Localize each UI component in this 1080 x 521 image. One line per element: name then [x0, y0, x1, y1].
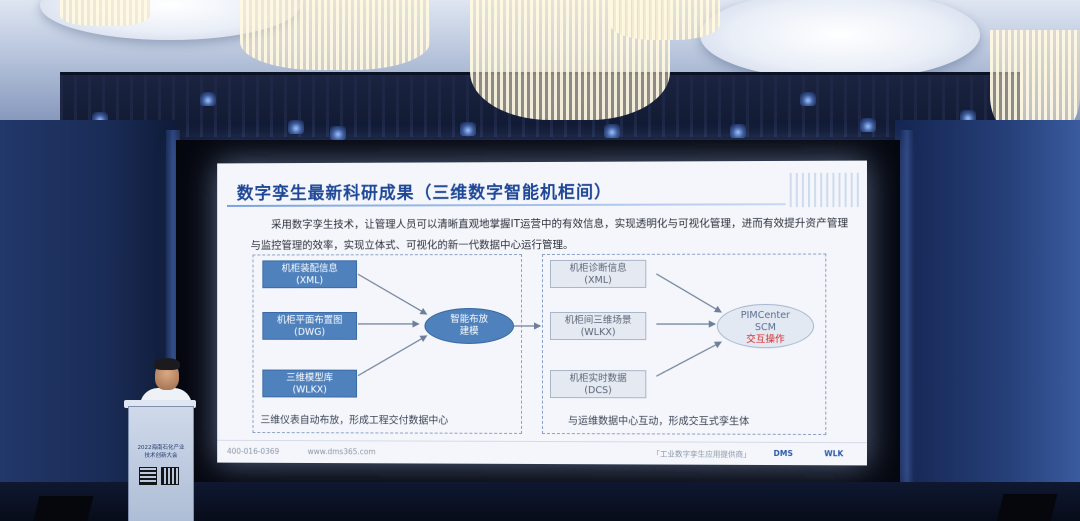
oval-label: PIMCenter — [740, 309, 791, 322]
stage-light — [860, 118, 876, 132]
footer-slogan: 「工业数字孪生应用提供商」 — [652, 449, 751, 459]
node-format: (WLKX) — [580, 327, 616, 339]
source-node-realtime-data: 机柜实时数据 (DCS) — [549, 370, 647, 399]
stage-light — [200, 92, 216, 106]
left-panel-caption: 三维仪表自动布放，形成工程交付数据中心 — [260, 415, 449, 427]
node-format: (DWG) — [294, 326, 326, 338]
footer-brand-logo: DMS — [773, 448, 793, 459]
stage-light — [460, 122, 476, 136]
footer-phone: 400-016-0369 — [226, 446, 280, 456]
node-label: 机柜诊断信息 — [569, 262, 627, 274]
node-label: 机柜间三维场景 — [564, 315, 632, 327]
footer-partner-logo: WLK — [824, 449, 844, 459]
source-node-model-library: 三维模型库 (WLKX) — [262, 369, 358, 398]
oval-label: 建模 — [459, 325, 479, 337]
node-format: (XML) — [296, 275, 324, 287]
projection-screen: 数字孪生最新科研成果（三维数字智能机柜间） 采用数字孪生技术，让管理人员可以清晰… — [217, 161, 867, 466]
stage-light — [604, 124, 620, 138]
right-wall — [895, 120, 1080, 521]
pimcenter-scm-node: PIMCenter SCM 交互操作 — [716, 303, 815, 349]
speaker-hair — [154, 358, 180, 370]
node-format: (XML) — [584, 274, 612, 286]
right-panel-caption: 与运维数据中心互动，形成交互式孪生体 — [568, 416, 750, 428]
source-node-diagnosis-info: 机柜诊断信息 (XML) — [549, 259, 647, 288]
podium-line-1: 2022海南石化产业 — [137, 445, 185, 451]
smart-layout-modeling-node: 智能布放 建模 — [424, 308, 515, 344]
node-format: (WLKX) — [292, 384, 327, 396]
oval-label: SCM — [754, 322, 776, 334]
source-node-assembly-info: 机柜装配信息 (XML) — [262, 260, 358, 289]
slide-footer: 400-016-0369 www.dms365.com 「工业数字孪生应用提供商… — [217, 439, 867, 466]
podium-line-2: 技术创新大会 — [144, 453, 178, 459]
ceiling-ring-right — [700, 0, 980, 80]
node-format: (DCS) — [584, 385, 612, 397]
stage-light — [330, 126, 346, 140]
node-label: 机柜平面布置图 — [276, 314, 343, 326]
qr-code — [139, 467, 157, 485]
oval-label: 智能布放 — [450, 313, 489, 325]
node-label: 机柜装配信息 — [281, 263, 338, 275]
stage-light — [730, 124, 746, 138]
chandelier — [610, 0, 720, 40]
stage-light — [800, 92, 816, 106]
pillar — [900, 130, 914, 521]
source-node-3d-scene: 机柜间三维场景 (WLKX) — [549, 311, 647, 341]
chandelier — [60, 0, 150, 26]
oval-accent-label: 交互操作 — [746, 334, 785, 346]
source-node-floor-plan: 机柜平面布置图 (DWG) — [262, 312, 358, 340]
qr-code — [161, 467, 179, 485]
podium-top — [124, 400, 196, 408]
node-label: 三维模型库 — [286, 372, 334, 384]
floor-monitor — [996, 494, 1058, 521]
node-label: 机柜实时数据 — [569, 373, 627, 385]
footer-website: www.dms365.com — [307, 447, 376, 457]
podium: 2022海南石化产业 技术创新大会 — [128, 406, 194, 521]
flow-arrows — [217, 161, 867, 466]
floor-monitor — [32, 496, 94, 521]
stage-light — [288, 120, 304, 134]
chandelier — [240, 0, 430, 70]
